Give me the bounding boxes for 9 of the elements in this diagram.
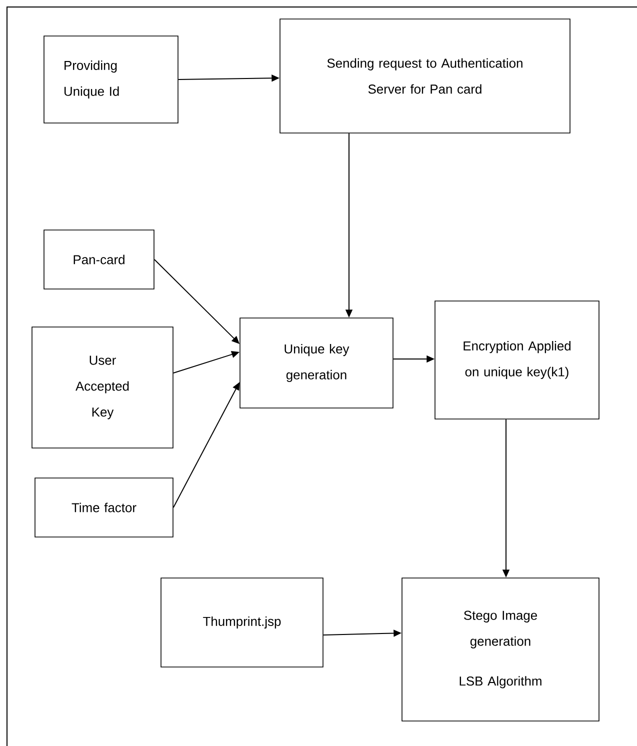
process-box: Unique key generation xyxy=(240,318,394,408)
process-box: Providing Unique Id xyxy=(44,36,178,124)
process-box: Stego Image generation LSB Algorithm xyxy=(402,578,600,722)
process-box: Sending request to Authentication Server for Pan card xyxy=(280,18,570,134)
process-box: Pan-card xyxy=(44,230,154,290)
process-box: User Accepted Key xyxy=(32,326,174,448)
process-box: Encryption Applied on unique key(k1) xyxy=(434,300,600,420)
process-box: Thumprint.jsp xyxy=(160,578,324,668)
process-box: Time factor xyxy=(34,478,174,538)
